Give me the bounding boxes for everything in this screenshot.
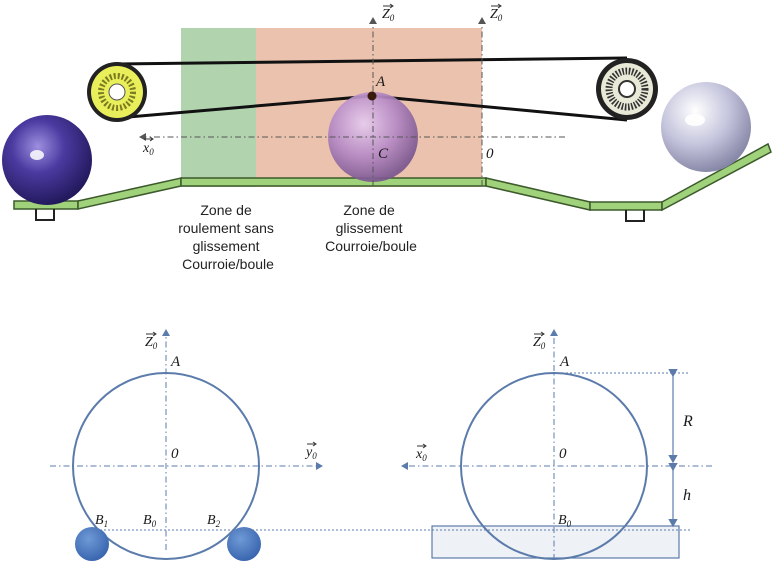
label-B2: B2 bbox=[207, 513, 221, 529]
right-section-view: Z0 x0 A 0 B0 R h bbox=[92, 329, 712, 560]
label-B1: B1 bbox=[95, 513, 108, 529]
left-section-view: Z0 y0 A 0 B1 B0 B2 bbox=[50, 329, 323, 561]
rail-feet bbox=[35, 209, 645, 222]
z0-label-right-view: Z0 bbox=[533, 335, 546, 351]
x0-label: x0 bbox=[142, 141, 154, 157]
right-pulley bbox=[596, 58, 658, 120]
belt bbox=[116, 56, 628, 122]
label-h: h bbox=[683, 487, 691, 504]
purple-ball bbox=[2, 115, 92, 205]
label-R: R bbox=[682, 413, 693, 430]
x0-label-right-view: x0 bbox=[415, 447, 427, 463]
label-A-left: A bbox=[170, 354, 181, 370]
rail bbox=[13, 142, 772, 212]
zone-left-caption: Zone de roulement sans glissement Courro… bbox=[178, 202, 278, 272]
top-machine-view: Z0 Z0 x0 A C 0 Zone de roulement sans gl… bbox=[2, 3, 772, 272]
contact-point-A bbox=[367, 91, 377, 101]
label-B0-right: B0 bbox=[558, 513, 572, 529]
label-O-right: 0 bbox=[559, 446, 567, 462]
z0-label-right: Z0 bbox=[490, 7, 503, 23]
label-A-right: A bbox=[559, 354, 570, 370]
z0-label-center: Z0 bbox=[382, 7, 395, 23]
label-O-left: 0 bbox=[171, 446, 179, 462]
support-ball-B1 bbox=[75, 527, 109, 561]
left-pulley bbox=[87, 62, 147, 122]
label-A-top: A bbox=[375, 74, 386, 90]
flat-support bbox=[431, 525, 680, 559]
white-ball bbox=[661, 82, 751, 172]
ball-circle-left bbox=[72, 372, 260, 560]
z0-label-left-view: Z0 bbox=[145, 335, 158, 351]
y0-label: y0 bbox=[304, 445, 317, 461]
support-ball-B2 bbox=[227, 527, 261, 561]
label-B0-left: B0 bbox=[143, 513, 157, 529]
label-C: C bbox=[378, 146, 389, 162]
label-O-top: 0 bbox=[486, 146, 494, 162]
zone-right-caption: Zone de glissement Courroie/boule bbox=[325, 202, 417, 254]
